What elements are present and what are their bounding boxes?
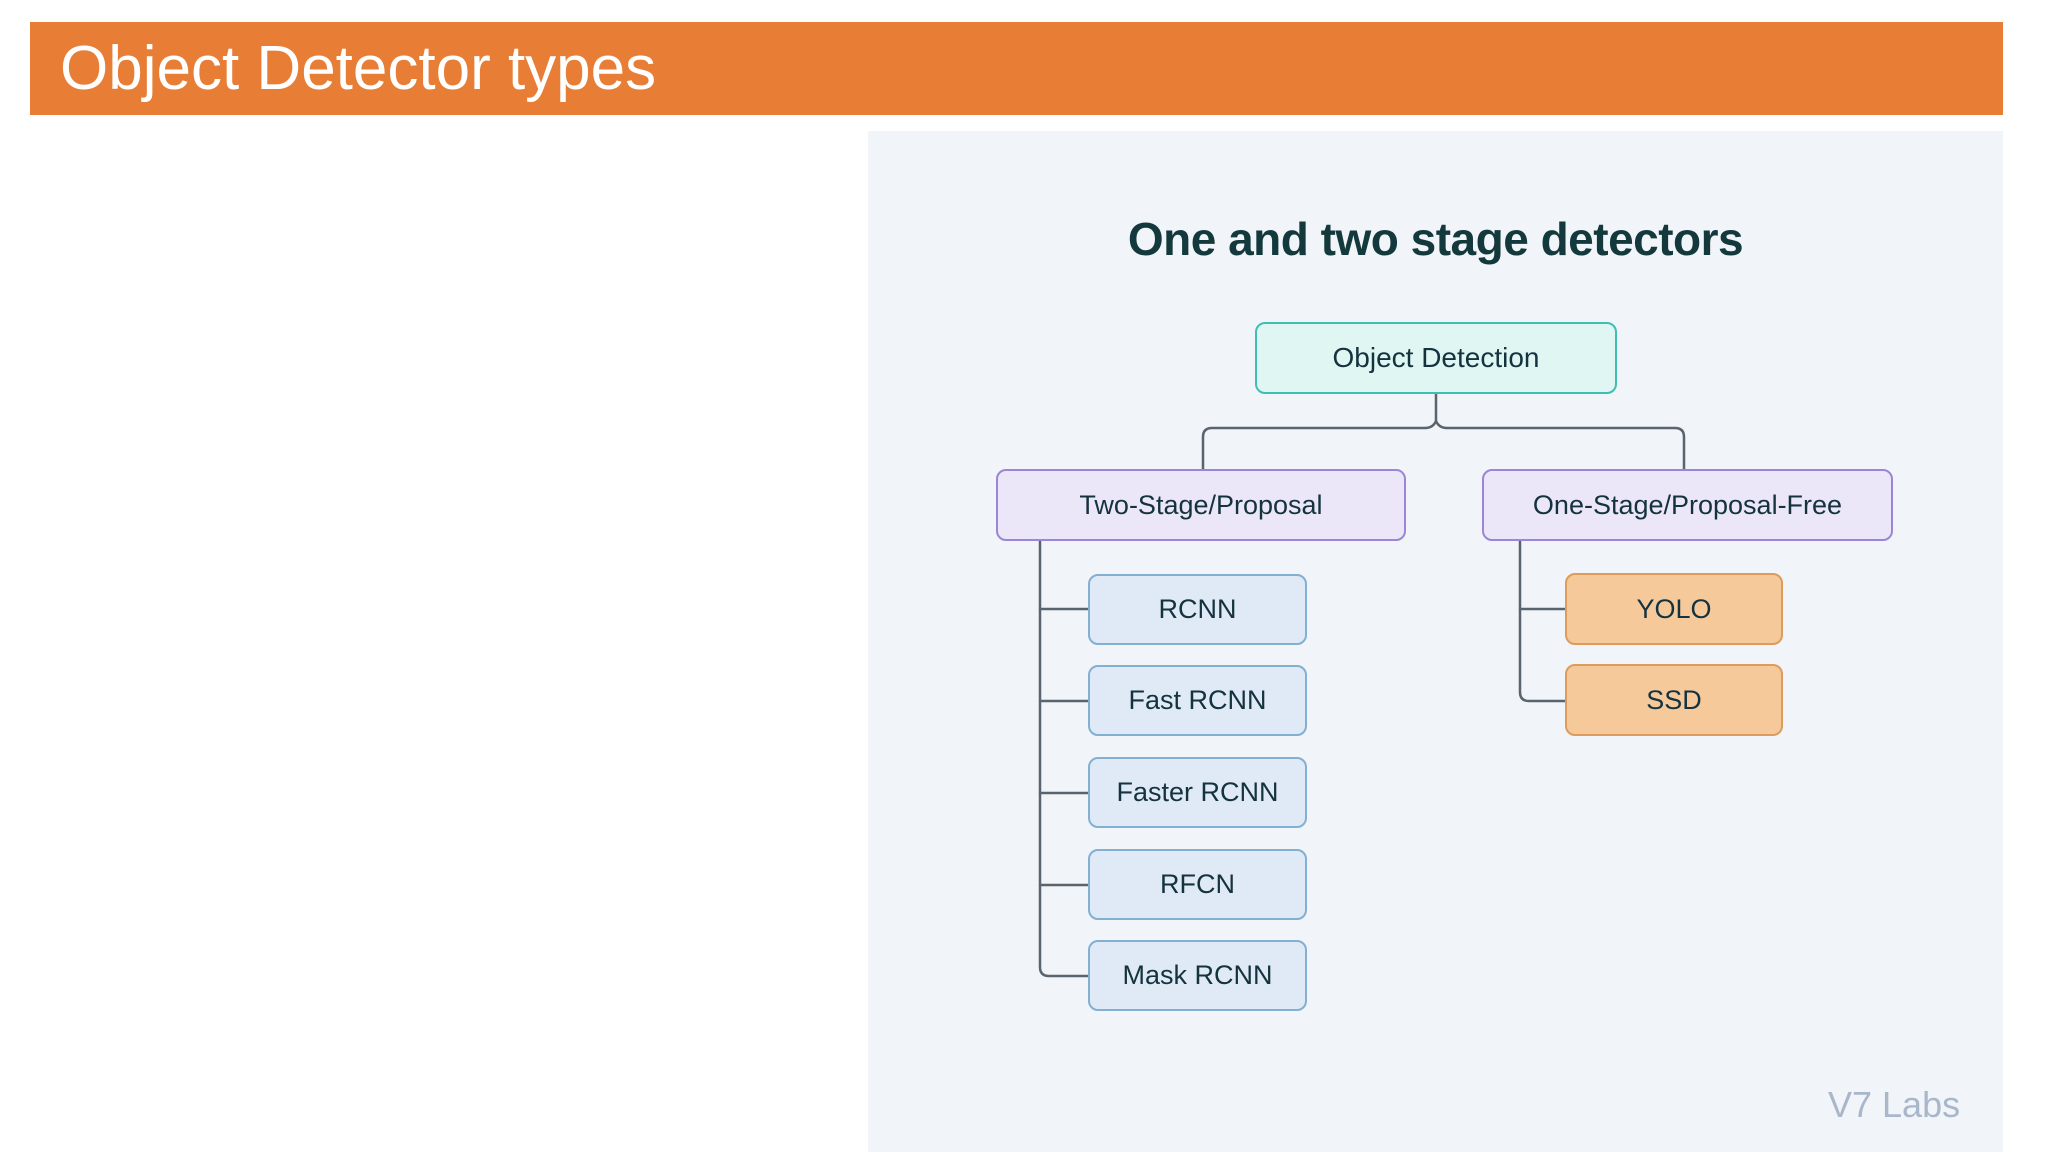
node-fast-rcnn: Fast RCNN	[1088, 665, 1307, 736]
diagram-title: One and two stage detectors	[1127, 213, 1744, 265]
node-ssd: SSD	[1565, 664, 1783, 736]
node-rcnn: RCNN	[1088, 574, 1307, 645]
node-mask-rcnn: Mask RCNN	[1088, 940, 1307, 1011]
node-faster-rcnn: Faster RCNN	[1088, 757, 1307, 828]
node-yolo: YOLO	[1565, 573, 1783, 645]
watermark-v7labs: V7 Labs	[1828, 1084, 1961, 1125]
slide-title: Object Detector types	[60, 34, 657, 103]
node-one-stage-proposal-free: One-Stage/Proposal-Free	[1482, 469, 1893, 541]
node-two-stage-proposal: Two-Stage/Proposal	[996, 469, 1406, 541]
node-rfcn: RFCN	[1088, 849, 1307, 920]
node-object-detection: Object Detection	[1255, 322, 1617, 394]
diagram-panel	[868, 131, 2003, 1152]
slide-title-bar: Object Detector types	[30, 22, 2003, 115]
